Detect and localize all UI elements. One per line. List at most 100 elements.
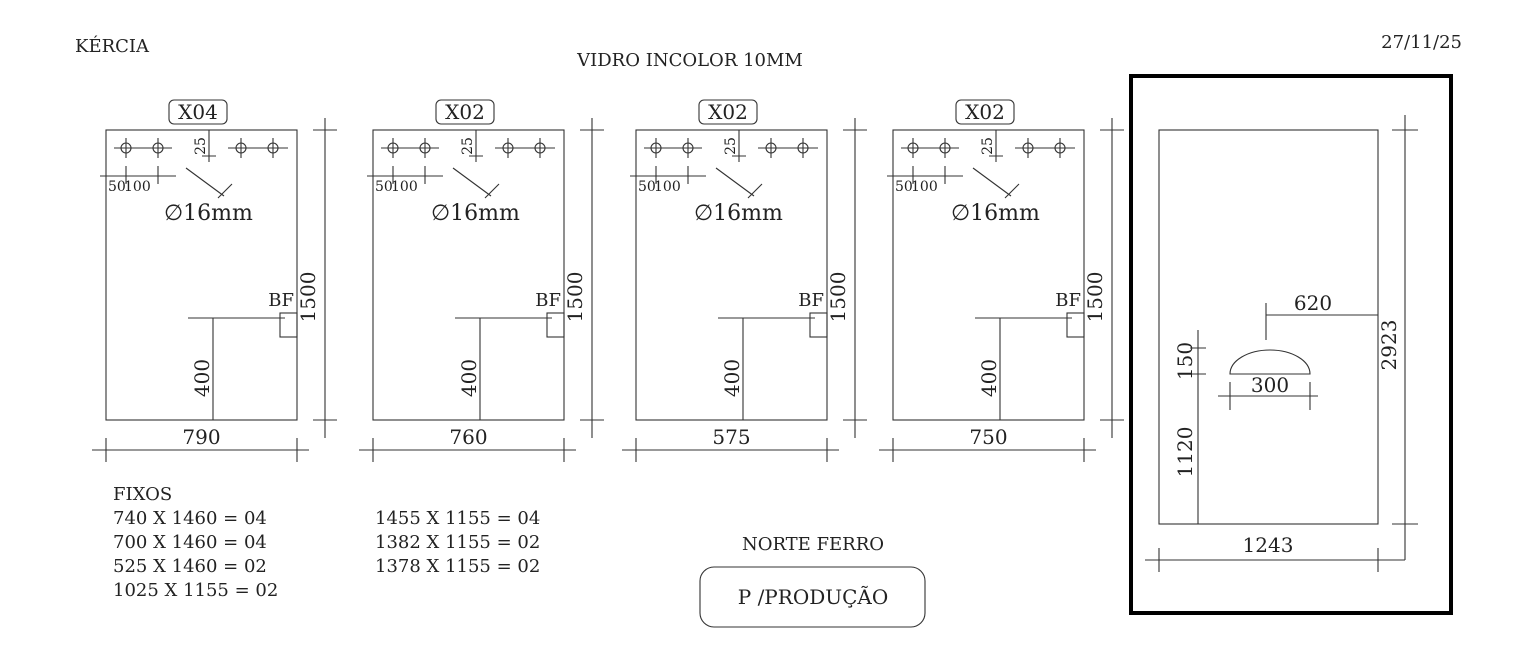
width-dimension: 1243	[1243, 533, 1294, 557]
drill-hole	[1022, 142, 1034, 154]
height-dimension: 1500	[296, 272, 320, 323]
hole-offset-2: 100	[654, 179, 681, 195]
cutout-from-bottom: 1120	[1173, 427, 1197, 478]
hole-offset-1: 50	[895, 179, 913, 195]
bf-height: 400	[977, 359, 1001, 397]
drill-hole	[267, 142, 279, 154]
panel-tag-box	[435, 99, 495, 125]
bf-label: BF	[535, 290, 561, 311]
top-offset: 25	[460, 137, 476, 155]
hole-offset-2: 100	[911, 179, 938, 195]
hole-offset-2: 100	[124, 179, 151, 195]
drill-hole	[387, 142, 399, 154]
hole-diameter: ∅16mm	[951, 201, 1040, 226]
drill-hole	[534, 142, 546, 154]
hole-offset-1: 50	[108, 179, 126, 195]
fixos-title: FIXOS	[113, 484, 172, 505]
panel-tag: X02	[965, 100, 1005, 124]
width-dimension: 790	[182, 425, 220, 449]
height-dimension: 2923	[1377, 320, 1401, 371]
bf-dimension-line	[975, 317, 1072, 420]
bf-dimension-line	[455, 317, 552, 420]
supplier-name: NORTE FERRO	[742, 534, 884, 555]
panel-tag-box	[168, 99, 228, 125]
stamp-box	[699, 566, 926, 628]
top-offset: 25	[193, 137, 209, 155]
hole-dimension-lines	[367, 130, 555, 199]
drill-hole	[120, 142, 132, 154]
bf-fitting	[1066, 312, 1085, 338]
hole-dimension-lines	[630, 130, 818, 199]
cutout-from-right: 620	[1294, 291, 1332, 315]
panel-tag-box	[955, 99, 1015, 125]
drill-hole	[502, 142, 514, 154]
height-dimension: 1500	[826, 272, 850, 323]
fixos-item: 1382 X 1155 = 02	[375, 532, 540, 553]
bf-height: 400	[720, 359, 744, 397]
cutout-width: 300	[1251, 373, 1289, 397]
bf-label: BF	[268, 290, 294, 311]
fixos-item: 700 X 1460 = 04	[113, 532, 267, 553]
hole-dimension-lines	[887, 130, 1075, 199]
top-offset: 25	[723, 137, 739, 155]
bf-fitting	[279, 312, 298, 338]
panel-tag-box	[698, 99, 758, 125]
dimension-lines	[92, 118, 337, 462]
hole-diameter: ∅16mm	[164, 201, 253, 226]
highlight-frame	[1129, 74, 1453, 615]
fixos-item: 740 X 1460 = 04	[113, 508, 267, 529]
drill-hole	[797, 142, 809, 154]
panel-tag: X02	[445, 100, 485, 124]
production-stamp: P /PRODUÇÃO	[738, 585, 889, 609]
drill-hole	[650, 142, 662, 154]
bf-height: 400	[190, 359, 214, 397]
drill-hole	[419, 142, 431, 154]
drill-hole	[939, 142, 951, 154]
bf-label: BF	[798, 290, 824, 311]
height-dimension: 1500	[563, 272, 587, 323]
semicircle-cutout	[1229, 349, 1311, 375]
cutout-offset-line	[1265, 303, 1378, 340]
drill-hole	[682, 142, 694, 154]
dimension-lines	[1145, 115, 1418, 572]
special-panel: 2923 1243 300 620 150 1120	[1129, 74, 1453, 615]
panel-tag: X04	[178, 100, 218, 124]
width-dimension: 575	[712, 425, 750, 449]
sheet-date: 27/11/25	[1381, 32, 1462, 53]
panel-tag: X02	[708, 100, 748, 124]
bf-height: 400	[457, 359, 481, 397]
hole-offset-2: 100	[391, 179, 418, 195]
hole-offset-1: 50	[375, 179, 393, 195]
hole-diameter: ∅16mm	[431, 201, 520, 226]
fixos-item: 1378 X 1155 = 02	[375, 556, 540, 577]
width-dimension: 760	[449, 425, 487, 449]
client-name: KÉRCIA	[75, 34, 150, 57]
drill-hole	[152, 142, 164, 154]
glass-outline	[105, 129, 298, 421]
dimension-lines	[622, 118, 867, 462]
drill-hole	[1054, 142, 1066, 154]
panels-group: X042550100∅16mmBF4001500790X022550100∅16…	[92, 99, 1124, 462]
bf-dimension-line	[188, 317, 285, 420]
top-offset: 25	[980, 137, 996, 155]
glass-outline	[635, 129, 828, 421]
hole-offset-1: 50	[638, 179, 656, 195]
dimension-lines	[359, 118, 604, 462]
cutout-height-line	[1190, 330, 1206, 524]
bf-fitting	[546, 312, 565, 338]
glass-outline	[372, 129, 565, 421]
drill-hole	[235, 142, 247, 154]
cutout-height: 150	[1173, 342, 1197, 380]
hole-dimension-lines	[100, 130, 288, 199]
fixos-item: 1025 X 1155 = 02	[113, 580, 278, 601]
drill-hole	[907, 142, 919, 154]
fixos-item: 525 X 1460 = 02	[113, 556, 267, 577]
sheet-title: VIDRO INCOLOR 10MM	[576, 50, 803, 71]
glass-outline	[892, 129, 1085, 421]
fixos-column-1: 740 X 1460 = 04 700 X 1460 = 04 525 X 1460…	[113, 508, 278, 601]
bf-dimension-line	[718, 317, 815, 420]
